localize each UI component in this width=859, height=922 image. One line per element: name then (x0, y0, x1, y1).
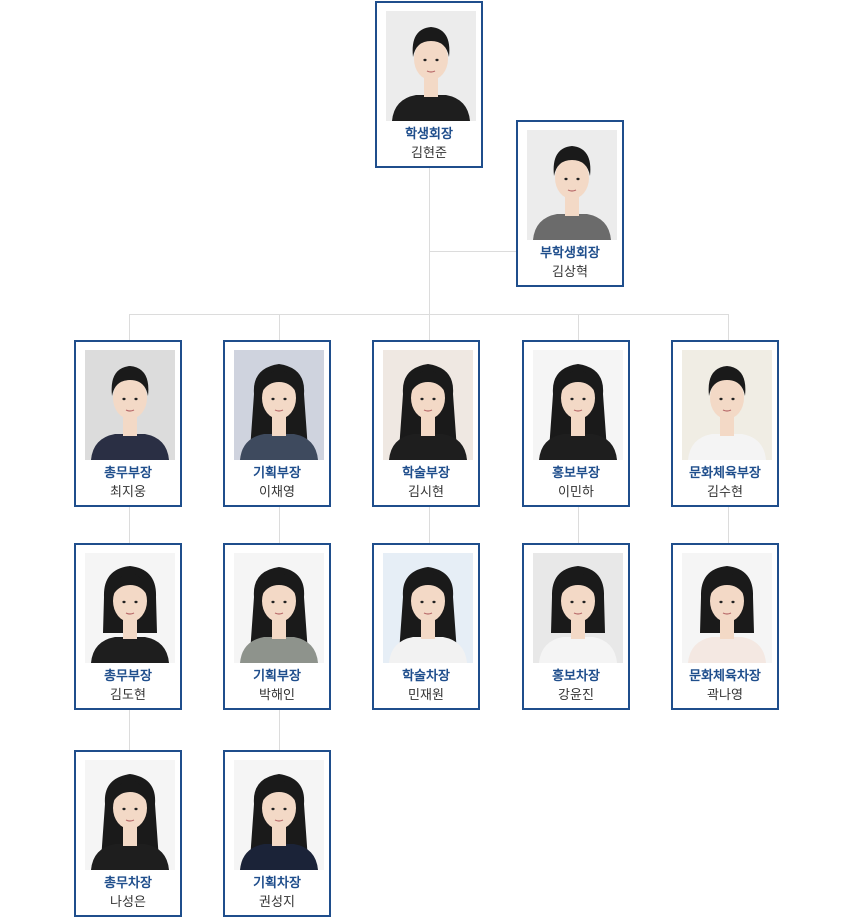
connector-col-3-a (429, 507, 430, 544)
connector-col-4-a (578, 507, 579, 544)
member-name: 김도현 (110, 688, 146, 703)
member-role: 총무차장 (104, 876, 152, 891)
member-role: 총무부장 (104, 466, 152, 481)
member-name: 민재원 (408, 688, 444, 703)
connector-drop-2 (279, 314, 280, 340)
connector-drop-4 (578, 314, 579, 340)
member-photo (533, 553, 623, 663)
member-photo (85, 350, 175, 460)
portrait-illustration (533, 553, 623, 663)
member-photo (383, 553, 473, 663)
member-name: 김상혁 (552, 265, 588, 280)
member-name: 권성지 (259, 895, 295, 910)
member-role: 기획부장 (253, 466, 301, 481)
connector-drop-1 (129, 314, 130, 340)
connector-trunk (429, 168, 430, 340)
connector-drop-5 (728, 314, 729, 340)
member-photo (682, 553, 772, 663)
member-role: 총무부장 (104, 669, 152, 684)
portrait-illustration (682, 553, 772, 663)
connector-vice-branch (429, 251, 516, 252)
member-photo (682, 350, 772, 460)
member-photo (85, 760, 175, 870)
member-photo (383, 350, 473, 460)
portrait-illustration (533, 350, 623, 460)
member-role: 부학생회장 (540, 246, 600, 261)
member-role: 학생회장 (405, 127, 453, 142)
member-photo (234, 760, 324, 870)
member-name: 곽나영 (707, 688, 743, 703)
portrait-illustration (85, 760, 175, 870)
member-role: 기획차장 (253, 876, 301, 891)
member-photo (234, 553, 324, 663)
member-name: 이민하 (558, 485, 594, 500)
portrait-illustration (234, 553, 324, 663)
portrait-illustration (527, 130, 617, 240)
member-name: 김수현 (707, 485, 743, 500)
member-name: 강윤진 (558, 688, 594, 703)
member-role: 기획부장 (253, 669, 301, 684)
connector-col-2-b (279, 710, 280, 750)
member-photo (533, 350, 623, 460)
portrait-illustration (234, 760, 324, 870)
member-role: 홍보차장 (552, 669, 600, 684)
portrait-illustration (682, 350, 772, 460)
connector-col-1-a (129, 507, 130, 544)
portrait-illustration (383, 553, 473, 663)
portrait-illustration (386, 11, 476, 121)
member-photo (85, 553, 175, 663)
member-name: 이채영 (259, 485, 295, 500)
member-name: 박해인 (259, 688, 295, 703)
member-photo (234, 350, 324, 460)
member-role: 문화체육부장 (689, 466, 761, 481)
connector-col-2-a (279, 507, 280, 544)
portrait-illustration (85, 350, 175, 460)
member-role: 학술차장 (402, 669, 450, 684)
portrait-illustration (383, 350, 473, 460)
member-name: 최지웅 (110, 485, 146, 500)
member-name: 나성은 (110, 895, 146, 910)
member-photo (386, 11, 476, 121)
connector-col-5-a (728, 507, 729, 544)
member-role: 학술부장 (402, 466, 450, 481)
member-photo (527, 130, 617, 240)
portrait-illustration (234, 350, 324, 460)
member-role: 문화체육차장 (689, 669, 761, 684)
member-role: 홍보부장 (552, 466, 600, 481)
connector-horizontal (129, 314, 729, 315)
member-name: 김현준 (411, 146, 447, 161)
portrait-illustration (85, 553, 175, 663)
member-name: 김시현 (408, 485, 444, 500)
connector-col-1-b (129, 710, 130, 750)
